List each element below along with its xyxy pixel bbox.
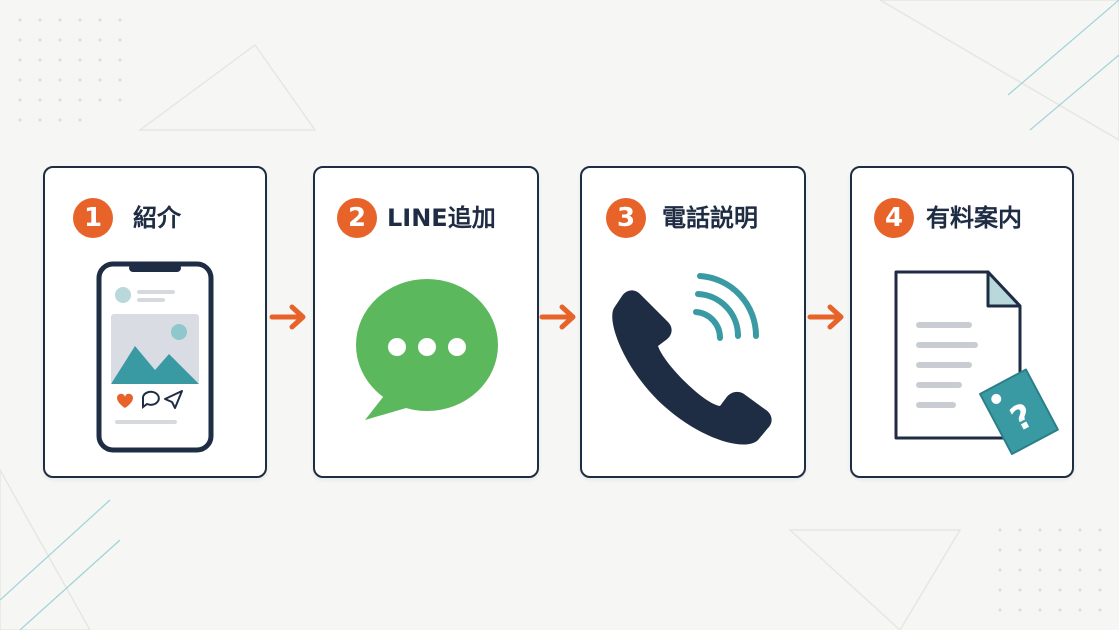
step-number-badge: 2 xyxy=(337,198,377,238)
step-header: 3 電話説明 xyxy=(582,198,804,238)
chat-bubble-icon xyxy=(356,279,498,420)
step-card-3: 3 電話説明 xyxy=(580,166,806,478)
smartphone-social-post-icon xyxy=(96,261,214,453)
flow-arrow-right-icon xyxy=(269,304,306,330)
document-price-tag-icon: ? xyxy=(894,270,1059,455)
dot-grid-top-left xyxy=(18,18,122,122)
flow-arrow-right-icon xyxy=(539,304,576,330)
share-icon xyxy=(164,390,183,409)
step-header: 4 有料案内 xyxy=(852,198,1072,238)
step-header: 2 LINE追加 xyxy=(315,198,537,238)
flow-arrow-right-icon xyxy=(807,304,844,330)
phone-call-icon xyxy=(612,273,772,445)
step-number-badge: 3 xyxy=(606,198,646,238)
step-card-2: 2 LINE追加 xyxy=(313,166,539,478)
heart-icon xyxy=(117,393,133,408)
price-tag-icon: ? xyxy=(979,368,1059,455)
comment-icon xyxy=(142,390,160,409)
step-card-1: 1 紹介 xyxy=(43,166,267,478)
step-number-badge: 4 xyxy=(874,198,914,238)
step-label: 電話説明 xyxy=(662,204,758,232)
step-label: LINE追加 xyxy=(387,204,496,232)
step-card-4: 4 有料案内 ? xyxy=(850,166,1074,478)
step-number-badge: 1 xyxy=(73,198,113,238)
step-header: 1 紹介 xyxy=(45,198,265,238)
step-label: 有料案内 xyxy=(926,204,1022,232)
dot-grid-bottom-right xyxy=(998,528,1102,612)
step-label: 紹介 xyxy=(133,204,181,232)
